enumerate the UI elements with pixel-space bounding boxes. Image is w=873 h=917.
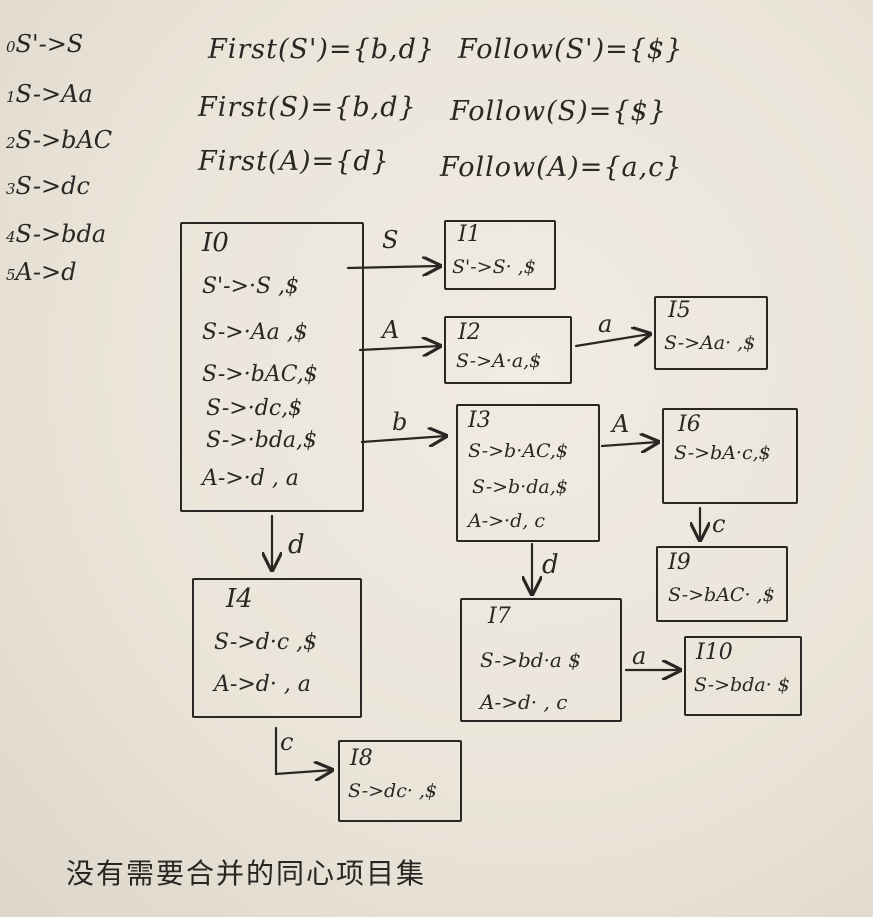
edge-label-i0-i4: d <box>288 530 305 560</box>
state-i5-title: I5 <box>668 298 691 323</box>
state-i3-item-1: S->b·AC,$ <box>468 440 568 462</box>
edge-label-i0-i2: A <box>382 316 400 344</box>
state-i7-item-1: S->bd·a $ <box>480 648 581 672</box>
state-i9-title: I9 <box>668 550 691 575</box>
conclusion-note: 没有需要合并的同心项目集 <box>66 857 427 890</box>
production-2: 2S->bAC <box>6 126 112 154</box>
production-number: 1 <box>6 88 16 106</box>
production-rule: A->d <box>15 258 77 286</box>
state-i9-item-1: S->bAC· ,$ <box>668 584 775 606</box>
state-i6-box: I6 S->bA·c,$ <box>662 408 798 504</box>
state-i4-box: I4 S->d·c ,$ A->d· , a <box>192 578 362 718</box>
production-4: 4S->bda <box>6 220 106 248</box>
production-number: 0 <box>6 38 16 56</box>
production-5: 5A->d <box>6 258 76 286</box>
state-i6-title: I6 <box>678 412 701 437</box>
production-0: 0S'->S <box>6 30 83 58</box>
state-i6-item-1: S->bA·c,$ <box>674 442 771 464</box>
state-i5-box: I5 S->Aa· ,$ <box>654 296 768 370</box>
state-i5-item-1: S->Aa· ,$ <box>664 332 756 354</box>
state-i3-title: I3 <box>468 408 491 433</box>
state-i0-item-4: S->·dc,$ <box>206 396 303 421</box>
state-i10-title: I10 <box>696 640 733 665</box>
state-i1-item-1: S'->S· ,$ <box>452 256 536 278</box>
state-i4-item-1: S->d·c ,$ <box>214 630 318 655</box>
state-i3-box: I3 S->b·AC,$ S->b·da,$ A->·d, c <box>456 404 600 542</box>
edge-label-i6-i9: c <box>712 510 726 538</box>
state-i0-title: I0 <box>202 228 229 258</box>
production-rule: S->Aa <box>15 80 93 108</box>
edge-label-i2-i5: a <box>598 310 613 338</box>
state-i10-item-1: S->bda· $ <box>694 674 790 696</box>
state-i8-box: I8 S->dc· ,$ <box>338 740 462 822</box>
production-number: 2 <box>6 134 16 152</box>
state-i0-item-5: S->·bda,$ <box>206 428 318 453</box>
production-number: 5 <box>6 266 16 284</box>
production-number: 3 <box>6 180 16 198</box>
state-i10-box: I10 S->bda· $ <box>684 636 802 716</box>
state-i7-item-2: A->d· , c <box>480 690 568 714</box>
production-3: 3S->dc <box>6 172 90 200</box>
production-1: 1S->Aa <box>6 80 93 108</box>
state-i8-item-1: S->dc· ,$ <box>348 780 438 802</box>
arrow-i2-i5 <box>574 334 650 348</box>
edge-label-i3-i6: A <box>612 410 630 438</box>
state-i2-box: I2 S->A·a,$ <box>444 316 572 384</box>
state-i3-item-3: A->·d, c <box>468 510 545 532</box>
state-i7-box: I7 S->bd·a $ A->d· , c <box>460 598 622 722</box>
first-set-s-prime: First(S')={b,d} <box>208 34 436 65</box>
arrow-i3-i6 <box>600 442 658 446</box>
state-i0-item-2: S->·Aa ,$ <box>202 320 308 345</box>
production-rule: S'->S <box>15 30 84 58</box>
production-rule: S->bAC <box>15 126 113 154</box>
state-i8-title: I8 <box>350 746 373 771</box>
state-i1-title: I1 <box>458 222 481 247</box>
edge-label-i7-i10: a <box>632 642 647 670</box>
edge-label-i0-i3: b <box>392 408 408 436</box>
state-i4-title: I4 <box>226 584 253 614</box>
state-i0-item-1: S'->·S ,$ <box>202 274 300 299</box>
follow-set-s: Follow(S)={$} <box>450 96 667 127</box>
first-set-a: First(A)={d} <box>198 146 390 177</box>
state-i0-item-3: S->·bAC,$ <box>202 362 318 387</box>
state-i0-box: I0 S'->·S ,$ S->·Aa ,$ S->·bAC,$ S->·dc,… <box>180 222 364 512</box>
edge-label-i3-i7: d <box>542 550 559 580</box>
state-i2-title: I2 <box>458 320 481 345</box>
first-set-s: First(S)={b,d} <box>198 92 417 123</box>
edge-label-i0-i1: S <box>382 226 399 254</box>
production-rule: S->dc <box>15 172 90 200</box>
production-rule: S->bda <box>15 220 107 248</box>
state-i3-item-2: S->b·da,$ <box>472 476 568 498</box>
follow-set-s-prime: Follow(S')={$} <box>458 34 684 65</box>
follow-set-a: Follow(A)={a,c} <box>440 152 683 183</box>
state-i2-item-1: S->A·a,$ <box>456 350 542 372</box>
state-i1-box: I1 S'->S· ,$ <box>444 220 556 290</box>
state-i7-title: I7 <box>488 604 511 629</box>
state-i9-box: I9 S->bAC· ,$ <box>656 546 788 622</box>
arrow-i0-i2 <box>358 346 440 350</box>
production-number: 4 <box>6 228 16 246</box>
edge-label-i4-i8: c <box>280 728 294 756</box>
state-i0-item-6: A->·d , a <box>202 466 299 491</box>
arrow-i0-i3 <box>360 436 446 442</box>
state-i4-item-2: A->d· , a <box>214 672 311 697</box>
